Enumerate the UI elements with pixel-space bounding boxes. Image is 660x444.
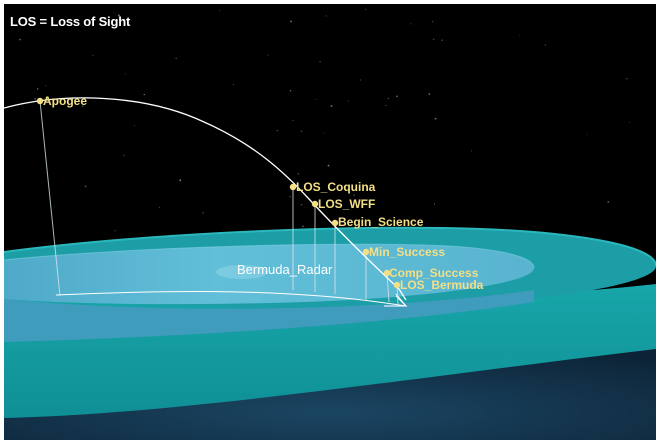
bermuda-radar-glow: [216, 265, 268, 279]
begin-science-marker: [331, 219, 339, 227]
trajectory-arc: [4, 97, 407, 301]
star: [432, 20, 434, 23]
star: [175, 57, 178, 60]
star: [360, 79, 362, 81]
star: [53, 206, 55, 208]
trajectory-scene: Apogee LOS_Coquina LOS_WFF Begin_Science…: [4, 4, 656, 440]
star: [117, 14, 120, 17]
apogee-label: Apogee: [43, 94, 87, 108]
ground-track-end: [384, 293, 408, 307]
star: [289, 90, 292, 92]
star: [518, 34, 520, 36]
los-bermuda-label: LOS_Bermuda: [400, 278, 484, 292]
star: [470, 150, 473, 152]
star: [327, 164, 330, 167]
star: [353, 194, 356, 197]
star: [289, 196, 291, 198]
star: [330, 105, 333, 108]
event-begin-science: Begin_Science: [331, 215, 424, 229]
ground-track: [55, 291, 408, 307]
event-los-wff: LOS_WFF: [311, 197, 375, 211]
star: [125, 73, 126, 75]
inner-coverage-rim: [4, 243, 535, 269]
star: [347, 100, 349, 102]
star: [37, 88, 39, 90]
star: [319, 60, 321, 63]
star: [81, 105, 84, 108]
star: [365, 8, 367, 11]
scene-svg: Apogee LOS_Coquina LOS_WFF Begin_Science…: [4, 8, 656, 440]
star: [315, 98, 317, 100]
star: [626, 78, 628, 80]
los-coquina-label: LOS_Coquina: [296, 180, 376, 194]
star: [34, 97, 36, 100]
star: [300, 203, 303, 206]
star: [45, 85, 47, 87]
star: [290, 20, 292, 23]
star: [301, 225, 304, 228]
event-los-coquina: LOS_Coquina: [289, 180, 376, 194]
star: [432, 38, 435, 41]
star: [410, 23, 412, 25]
star: [434, 117, 437, 120]
star: [92, 54, 94, 57]
star: [114, 230, 116, 232]
outer-coverage-rim: [4, 226, 656, 267]
star: [586, 134, 588, 136]
inner-coverage-side: [4, 290, 534, 342]
star: [84, 185, 87, 188]
star: [433, 203, 436, 205]
star: [179, 179, 182, 182]
comp-success-label: Comp_Success: [389, 266, 479, 280]
star: [300, 130, 303, 133]
star: [232, 84, 234, 85]
star: [276, 129, 279, 132]
legend-text: LOS = Loss of Sight: [10, 14, 131, 29]
begin-science-label: Begin_Science: [338, 215, 424, 229]
min-success-label: Min_Success: [369, 245, 445, 259]
star: [219, 9, 220, 11]
star: [143, 93, 146, 96]
star: [441, 39, 443, 42]
apogee-marker: [36, 97, 44, 105]
bermuda-radar-label: Bermuda_Radar: [237, 262, 333, 277]
star: [267, 54, 269, 56]
star: [202, 212, 204, 214]
star: [428, 93, 431, 95]
event-los-bermuda: LOS_Bermuda: [393, 278, 484, 292]
star: [113, 12, 115, 14]
comp-success-marker: [383, 269, 391, 277]
event-min-success: Min_Success: [362, 245, 445, 259]
drop-lines: [39, 100, 399, 305]
star: [133, 124, 136, 126]
star: [177, 223, 179, 225]
event-apogee: Apogee: [36, 94, 87, 108]
star: [123, 154, 125, 156]
star: [385, 105, 387, 106]
star: [544, 44, 546, 46]
star: [19, 38, 21, 41]
star: [396, 95, 398, 98]
los-wff-marker: [311, 200, 319, 208]
star: [297, 173, 299, 175]
star: [158, 206, 161, 208]
star: [323, 132, 325, 134]
event-comp-success: Comp_Success: [383, 266, 479, 280]
star: [292, 120, 294, 121]
star: [607, 201, 610, 203]
star: [629, 121, 631, 123]
star: [325, 15, 327, 17]
inner-coverage-top: [4, 244, 534, 305]
los-wff-label: LOS_WFF: [318, 197, 375, 211]
los-bermuda-marker: [393, 281, 401, 289]
min-success-marker: [362, 248, 370, 256]
star: [387, 97, 389, 100]
los-coquina-marker: [289, 183, 297, 191]
